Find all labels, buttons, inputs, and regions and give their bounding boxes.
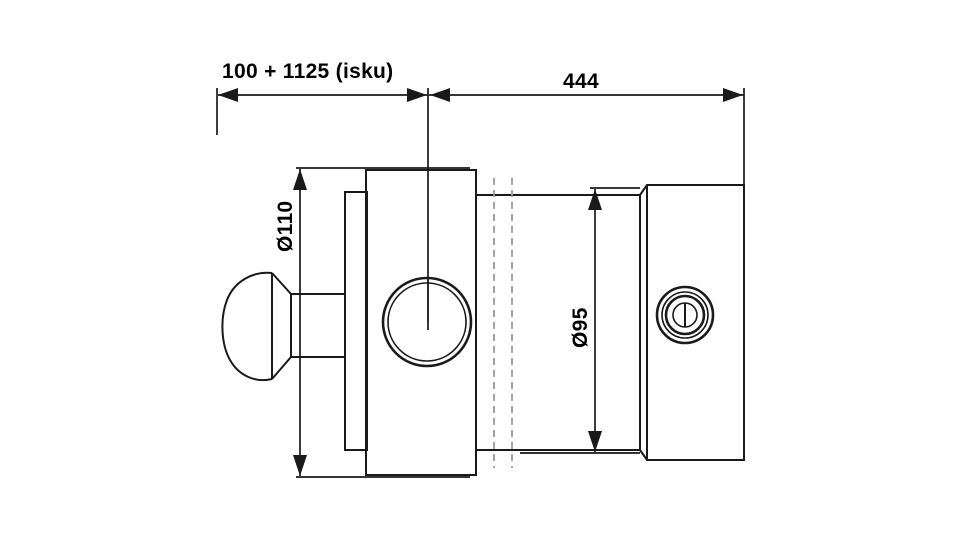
left-side-port <box>381 276 473 368</box>
dia95-label: Ø95 <box>569 307 592 348</box>
arrow-left-length <box>430 88 450 102</box>
cylinder-head-block <box>365 169 477 476</box>
rod-eye-ball <box>221 271 292 381</box>
arrow-right-length <box>723 88 743 102</box>
flange-plate-rect <box>344 191 368 451</box>
cylinder-end-cap <box>639 184 745 461</box>
stroke-dimension-label: 100 + 1125 (isku) <box>222 60 393 83</box>
arrow-bottom-dia95 <box>588 431 602 452</box>
arrow-top-dia110 <box>293 169 307 190</box>
left-port-inner-ring <box>387 282 467 362</box>
ball-taper-upper <box>271 272 292 295</box>
right-side-port <box>655 285 715 345</box>
stroke-dimension-group: 100 + 1125 (isku) <box>218 60 428 102</box>
length-dimension-group: 444 <box>429 70 744 102</box>
right-port-outer-ring <box>655 285 715 345</box>
gland-flange-plate <box>344 191 368 451</box>
ball-outer-arc <box>221 271 273 381</box>
right-port-thread-ring <box>664 294 706 336</box>
head-block-rect <box>365 169 477 476</box>
barrel-diameter-dimension-group: Ø95 <box>569 189 602 452</box>
length-dimension-label: 444 <box>563 70 599 93</box>
arrow-bottom-dia110 <box>293 455 307 476</box>
end-cap-outline <box>639 184 745 461</box>
break-line-symbol <box>493 178 513 468</box>
dia110-label: Ø110 <box>274 201 297 252</box>
arrow-top-dia95 <box>588 189 602 210</box>
left-port-outer-ring <box>381 276 473 368</box>
arrow-left-stroke <box>218 88 238 102</box>
rod-end-diameter-dimension-group: Ø110 <box>274 169 307 476</box>
piston-rod-neck <box>290 293 345 358</box>
right-port-mid-ring <box>661 291 709 339</box>
ball-taper-lower <box>271 356 292 380</box>
cylinder-barrel <box>476 194 640 451</box>
vertical-dimension-extension-lines <box>296 167 640 478</box>
arrow-right-stroke <box>407 88 427 102</box>
